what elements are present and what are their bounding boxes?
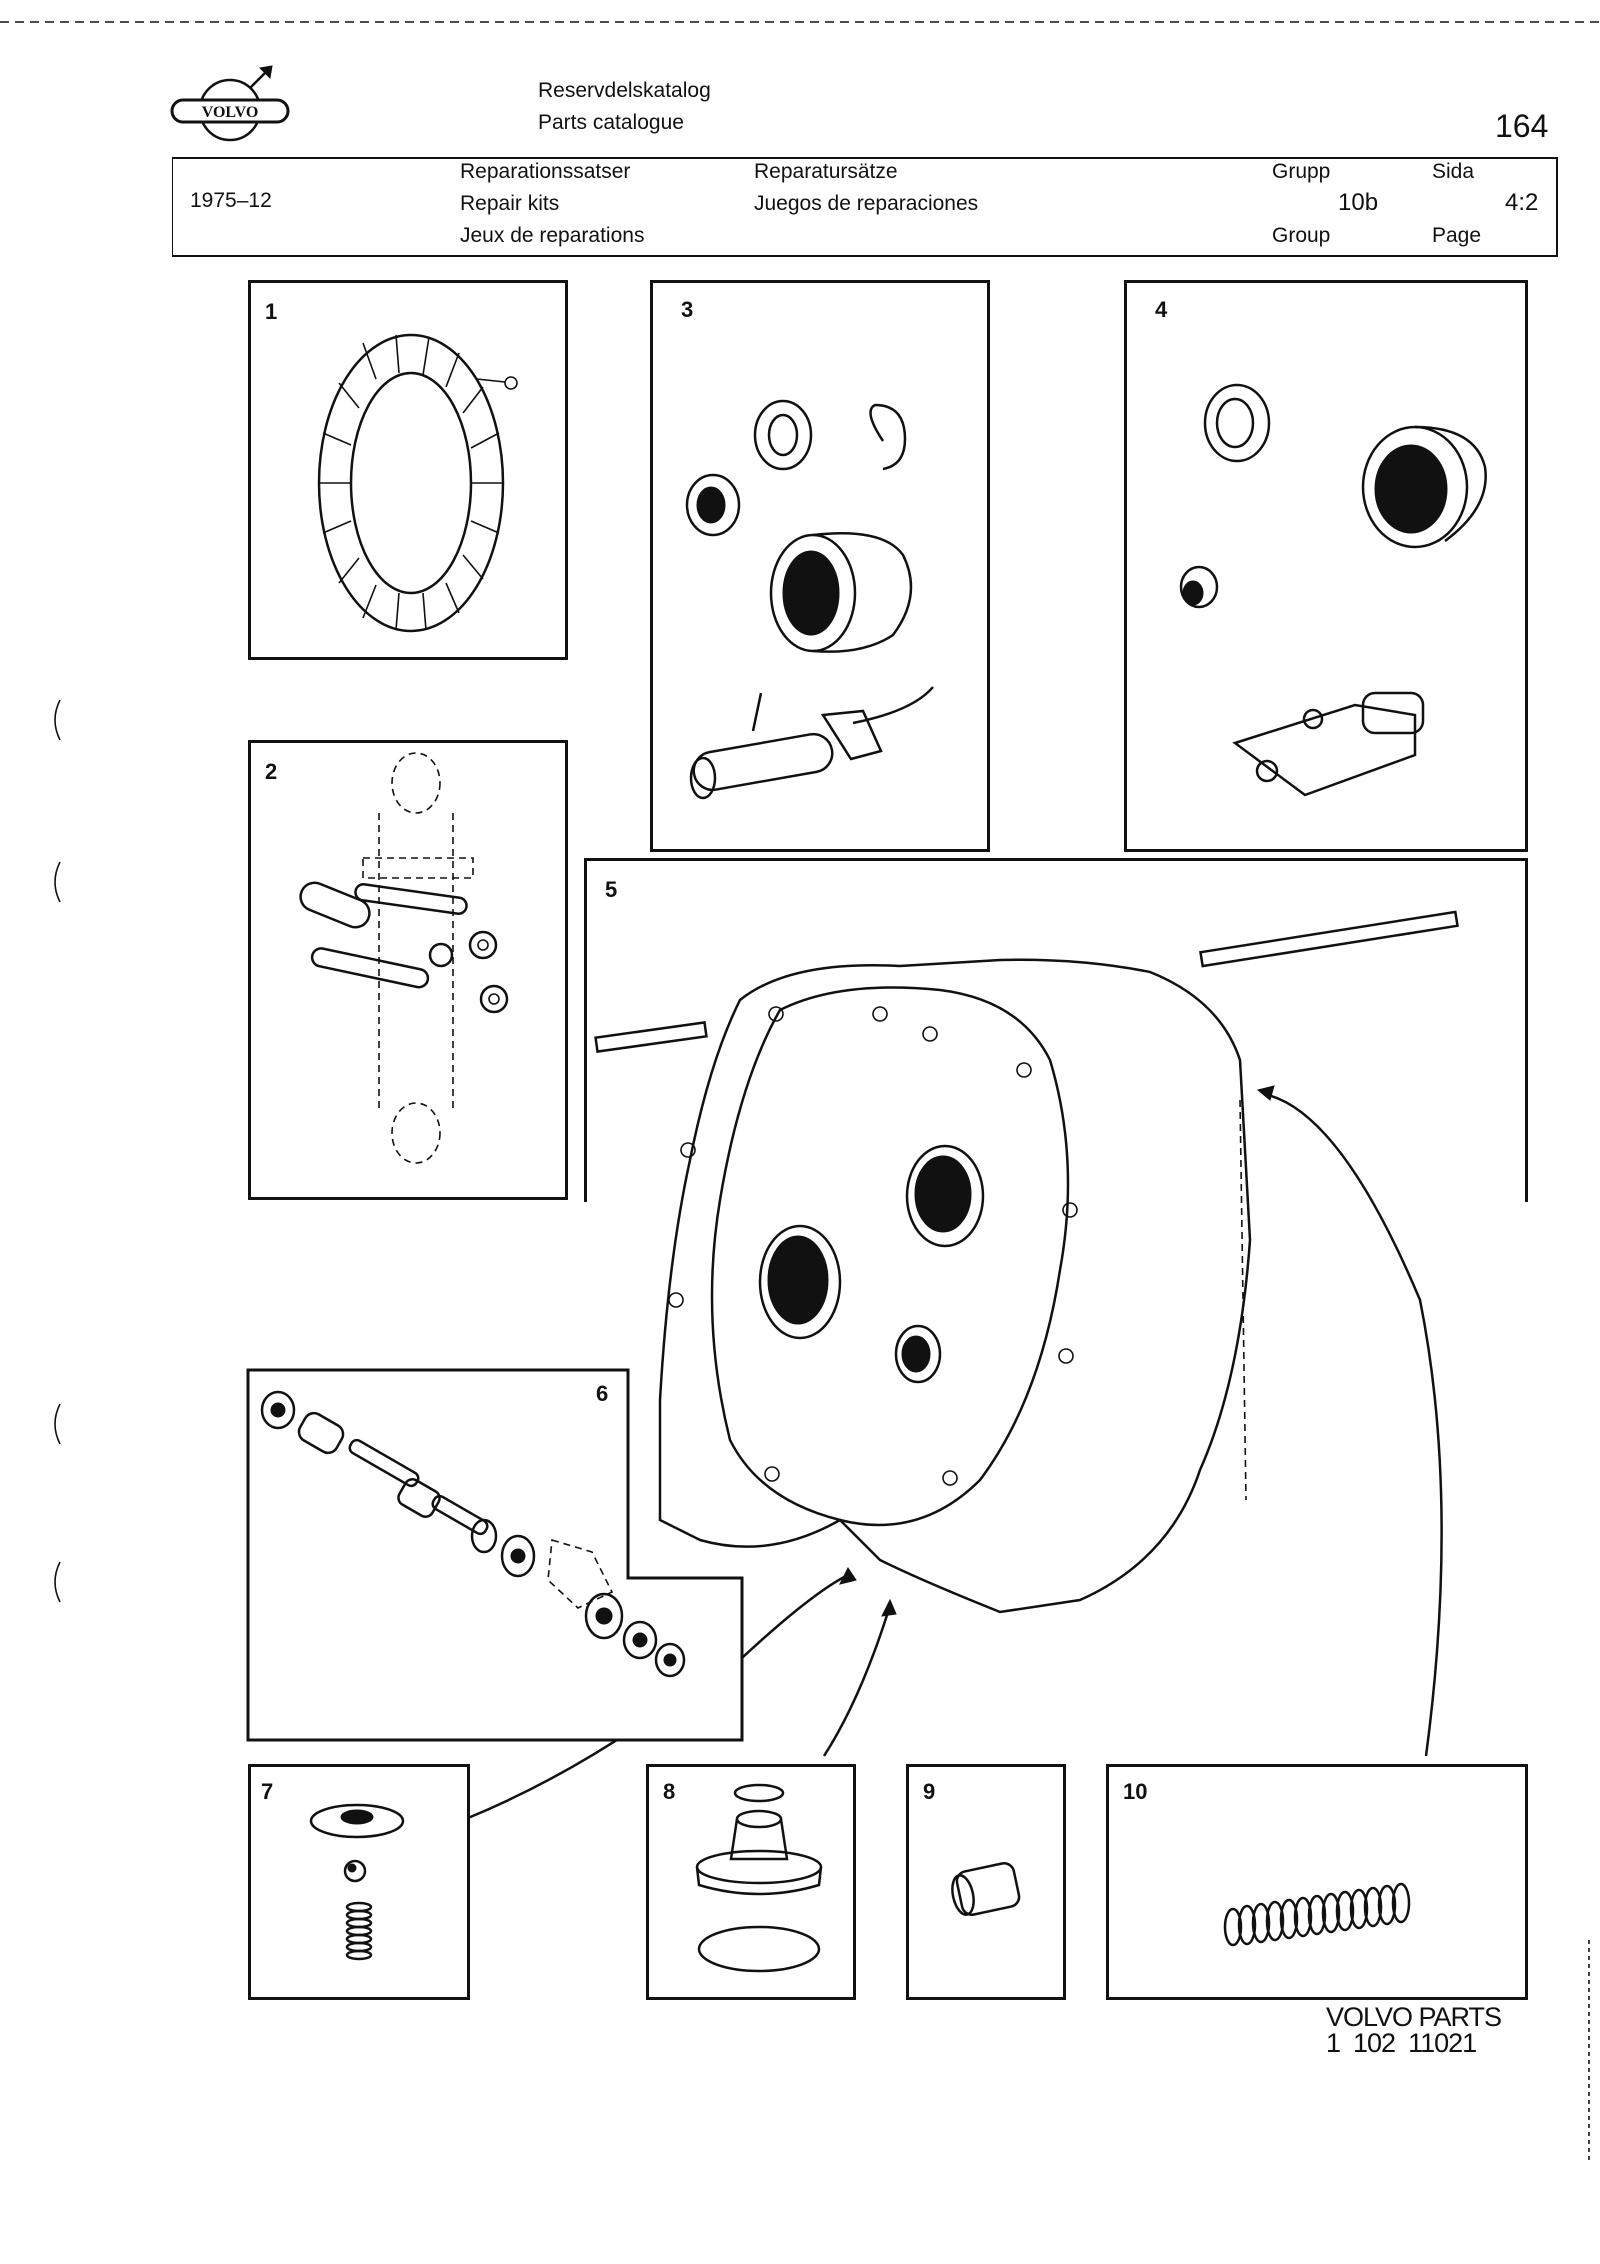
panel-2-label: 2 (265, 759, 278, 784)
title-se: Reparationssatser (460, 160, 631, 183)
binding-marks (54, 699, 61, 1603)
page-label-en: Page (1432, 224, 1482, 247)
piston-seal-kit-drawing (695, 1783, 823, 1973)
catalogue-title-en: Parts catalogue (538, 111, 684, 134)
bushing-drawing (951, 1862, 1021, 1916)
shock-absorber-mount-drawing (299, 752, 509, 1164)
panel-7-label: 7 (261, 1779, 274, 1804)
title-en: Repair kits (460, 192, 560, 215)
panel-5-label: 4 (1155, 297, 1168, 322)
title-es: Juegos de reparaciones (754, 192, 979, 215)
footer-code: 1 102 11021 (1326, 2028, 1477, 2058)
master-cylinder-kit-drawing (685, 399, 934, 800)
scan-edge-top (0, 21, 1600, 23)
group-label-se: Grupp (1272, 160, 1331, 183)
panel-6-label: 5 (605, 877, 618, 902)
panel-8-label: 8 (663, 1779, 676, 1804)
panel-1: 1 (248, 280, 568, 660)
panel-4: 3 (650, 280, 990, 852)
valve-kit-drawing (309, 1803, 405, 1961)
panel-8: 8 (646, 1764, 856, 2000)
panel-10-label: 10 (1123, 1779, 1148, 1804)
page-number: 164 (1495, 108, 1549, 144)
page-label-se: Sida (1432, 160, 1475, 183)
panel-4-label: 3 (681, 297, 694, 322)
panel-9-label: 9 (923, 1779, 936, 1804)
panel-3-label: 6 (596, 1381, 609, 1406)
page-value: 4:2 (1505, 189, 1539, 216)
volvo-logo: VOLVO (168, 64, 292, 148)
title-fr: Jeux de reparations (460, 224, 645, 247)
footer-brand: VOLVO PARTS (1326, 2002, 1502, 2032)
logo-text: VOLVO (202, 104, 259, 121)
panel-6: 5 (584, 858, 1528, 1202)
panel-5: 4 (1124, 280, 1528, 852)
clutch-lining-drawing (317, 333, 518, 633)
title-de: Reparatursätze (754, 160, 898, 183)
panel-2: 2 (248, 740, 568, 1200)
scan-edge-right (1588, 1940, 1590, 2160)
header-date: 1975–12 (190, 189, 272, 212)
panel-7: 7 (248, 1764, 470, 2000)
panel-10: 10 (1106, 1764, 1528, 2000)
slave-cylinder-kit-drawing (1179, 383, 1487, 797)
group-value: 10b (1338, 189, 1379, 216)
panel-9: 9 (906, 1764, 1066, 2000)
panel-1-label: 1 (265, 299, 278, 324)
spring-drawing (1223, 1882, 1411, 1947)
group-label-en: Group (1272, 224, 1331, 247)
catalogue-title-se: Reservdelskatalog (538, 79, 711, 102)
header-info-box (172, 157, 1558, 257)
